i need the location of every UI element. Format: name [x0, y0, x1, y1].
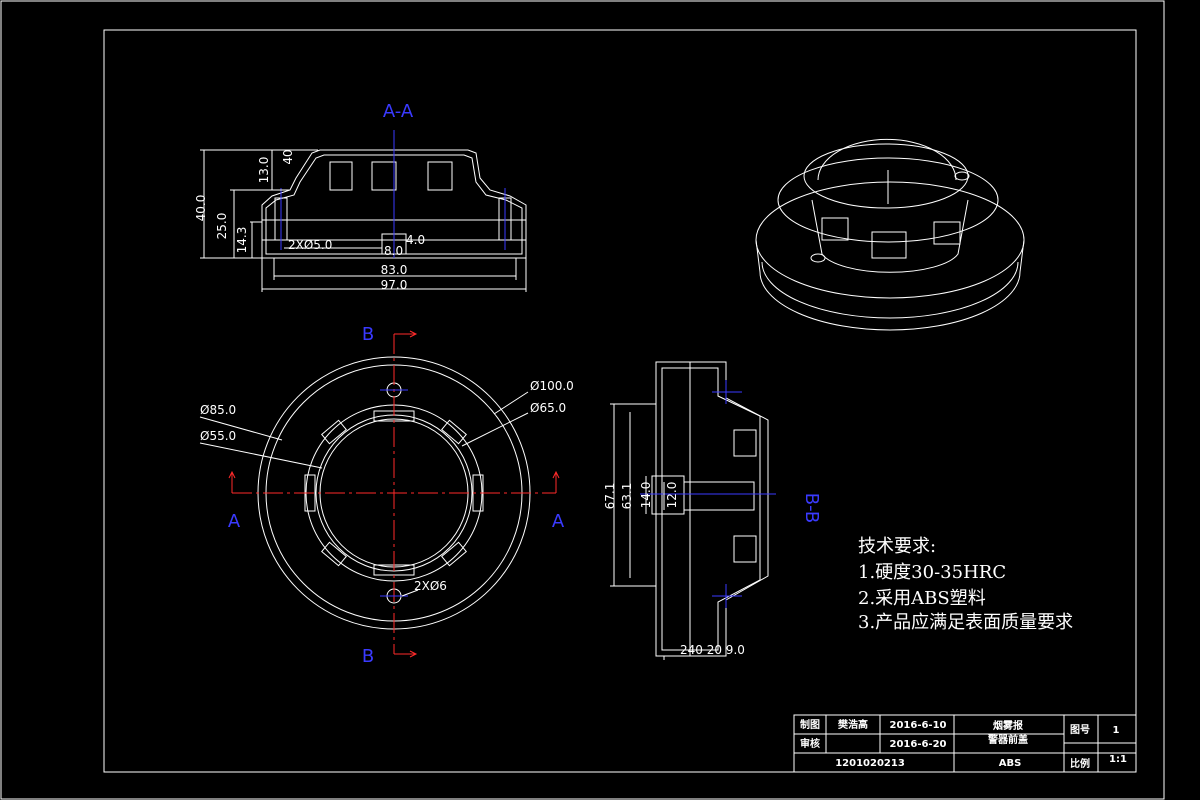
dim-dia-55: Ø55.0 — [200, 429, 236, 443]
tb-drawing-no-label: 图号 — [1070, 724, 1090, 736]
dim-4: 4.0 — [406, 233, 425, 247]
cut-b-top: B — [362, 324, 374, 345]
tb-check-label: 审核 — [800, 737, 820, 750]
dim-12: 12.0 — [665, 482, 679, 509]
tb-drawn-by: 樊浩高 — [838, 718, 868, 731]
aa-window-2 — [371, 161, 397, 191]
section-bb-label: B-B — [801, 493, 822, 524]
isometric-view — [755, 138, 1025, 331]
tb-check-date: 2016-6-20 — [889, 739, 946, 750]
section-aa-label: A-A — [383, 101, 414, 122]
dim-40: 40.0 — [194, 195, 208, 222]
dim-83: 83.0 — [381, 263, 408, 277]
tb-drawn-date: 2016-6-10 — [889, 720, 946, 731]
tb-scale-label: 比例 — [1070, 757, 1090, 770]
tb-part-name-2: 警器前盖 — [987, 733, 1028, 746]
notes-title: 技术要求: — [858, 536, 936, 557]
dim-dia-100: Ø100.0 — [530, 379, 574, 393]
dim-dia-65: Ø65.0 — [530, 401, 566, 415]
dim-97: 97.0 — [381, 278, 408, 292]
plan-view: B B A A Ø100.0 Ø65.0 Ø85.0 Ø55.0 2XØ6 — [199, 324, 574, 667]
technical-notes: 技术要求: 1.硬度30-35HRC 2.采用ABS塑料 3.产品应满足表面质量… — [858, 536, 1073, 633]
cut-a-right: A — [552, 511, 565, 532]
dim-25: 25.0 — [215, 213, 229, 240]
bb-inner-profile — [661, 367, 761, 651]
notes-item-2: 2.采用ABS塑料 — [858, 588, 986, 609]
cut-b-bottom: B — [362, 646, 374, 667]
dim-holes-aa: 2XØ5.0 — [288, 238, 332, 252]
tb-drawing-no: 1 — [1113, 725, 1120, 736]
bb-outer-profile — [655, 361, 769, 657]
tb-scale: 1:1 — [1109, 754, 1127, 765]
inner-frame — [103, 29, 1137, 773]
section-view-bb: 67.1 63.1 14.0 12.0 240 20 9.0 B-B — [603, 361, 822, 660]
outer-frame — [0, 0, 1165, 800]
dim-side-bottom: 240 20 9.0 — [680, 643, 745, 657]
dim-holes-plan: 2XØ6 — [414, 579, 447, 593]
dim-dia-85: Ø85.0 — [200, 403, 236, 417]
tb-material: ABS — [999, 758, 1022, 769]
dim-13: 13.0 — [257, 157, 271, 184]
tb-student-id: 1201020213 — [835, 758, 905, 769]
cut-a-left: A — [228, 511, 241, 532]
dim-14-3: 14.3 — [235, 227, 249, 254]
dim-14: 14.0 — [639, 482, 653, 509]
title-block: 制图 樊浩高 2016-6-10 审核 2016-6-20 烟雾报 警器前盖 图… — [793, 714, 1137, 773]
tb-drawn-label: 制图 — [800, 718, 820, 731]
aa-outer-profile — [261, 149, 527, 259]
dim-8: 8.0 — [384, 244, 403, 258]
dim-4-top: 40 — [281, 149, 295, 164]
dim-63-1: 63.1 — [620, 483, 634, 510]
section-view-aa: A-A 40.0 13.0 25.0 — [194, 101, 527, 292]
aa-window-1 — [329, 161, 353, 191]
notes-item-3: 3.产品应满足表面质量要求 — [858, 612, 1073, 633]
dim-67-1: 67.1 — [603, 483, 617, 510]
aa-window-3 — [427, 161, 453, 191]
tb-part-name-1: 烟雾报 — [993, 719, 1023, 732]
notes-item-1: 1.硬度30-35HRC — [858, 562, 1006, 583]
